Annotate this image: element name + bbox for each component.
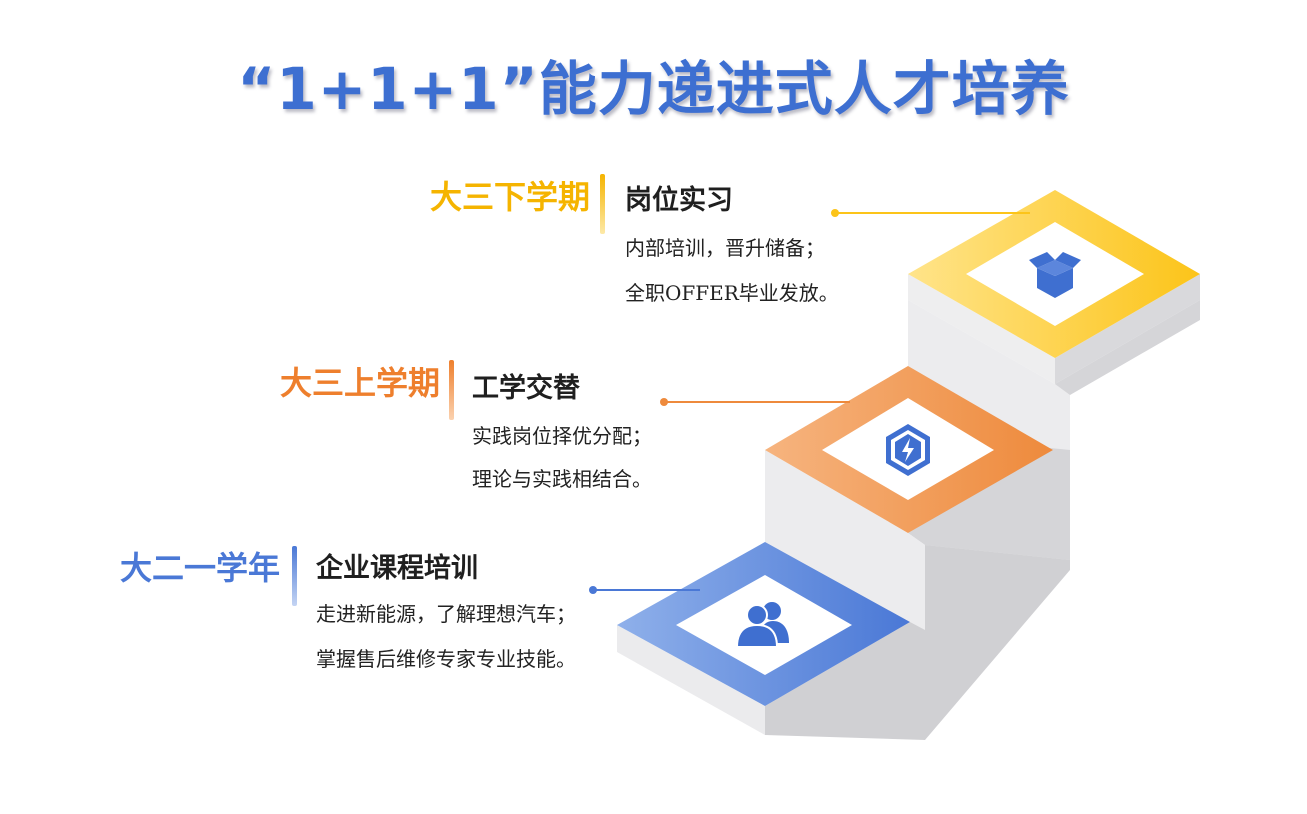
stage-desc-top-1: 内部培训，晋升储备；: [625, 236, 825, 260]
open-box-icon: [1029, 252, 1081, 298]
stage-desc-middle-1: 实践岗位择优分配；: [472, 424, 652, 448]
connector-middle: [660, 398, 850, 406]
stage-heading-top: 岗位实习: [625, 185, 733, 216]
stage-desc-bottom-1: 走进新能源，了解理想汽车；: [316, 602, 576, 626]
lightning-shield-icon: [886, 424, 930, 476]
stage-period-bottom: 大二一学年: [119, 549, 280, 587]
stage-heading-middle: 工学交替: [472, 373, 580, 404]
stage-period-middle: 大三上学期: [279, 364, 440, 402]
stage-desc-middle-2: 理论与实践相结合。: [472, 467, 652, 491]
connector-top: [831, 209, 1030, 217]
connector-bottom: [589, 586, 700, 594]
users-icon: [735, 602, 789, 648]
stage-heading-bottom: 企业课程培训: [316, 553, 478, 584]
stage-desc-bottom-2: 掌握售后维修专家专业技能。: [316, 647, 576, 671]
step-side-faces: [617, 274, 1200, 740]
stage-desc-top-2: 全职OFFER毕业发放。: [625, 281, 839, 305]
stage-divider-bottom: [292, 546, 297, 606]
page-title: “1+1+1”能力递进式人才培养: [237, 55, 1070, 123]
stage-divider-middle: [449, 360, 454, 420]
stage-period-top: 大三下学期: [429, 178, 590, 216]
stage-divider-top: [600, 174, 605, 234]
